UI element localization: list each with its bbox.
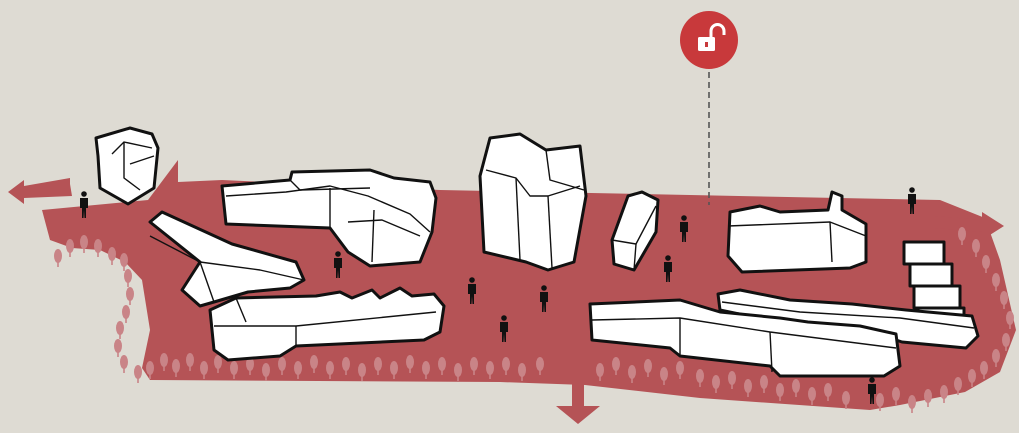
tree-icon (124, 269, 132, 287)
tree-icon (66, 239, 74, 257)
tree-icon (80, 235, 88, 253)
tree-icon (94, 239, 102, 257)
arrow-west (8, 178, 72, 204)
tree-icon (120, 253, 128, 271)
building-central-tower (480, 134, 586, 270)
tree-icon (54, 249, 62, 267)
tree-icon (908, 395, 916, 413)
tree-icon (120, 355, 128, 373)
tree-icon (116, 321, 124, 339)
building-nw-tower (96, 128, 158, 204)
tree-icon (924, 389, 932, 407)
tree-icon (114, 339, 122, 357)
unlocked-padlock-icon[interactable] (680, 11, 738, 69)
tree-icon (134, 365, 142, 383)
tree-icon (108, 247, 116, 265)
tree-icon (126, 287, 134, 305)
tree-icon (940, 385, 948, 403)
tree-icon (122, 305, 130, 323)
